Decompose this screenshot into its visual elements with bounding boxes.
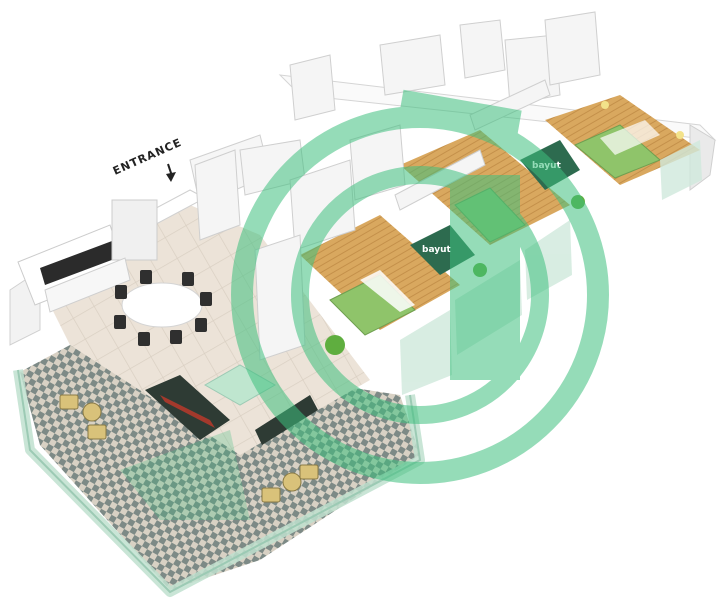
entrance-arrow-head-icon: [166, 172, 176, 182]
refrigerator: [111, 199, 158, 261]
kitchen: [17, 199, 158, 313]
watermark-logo: [120, 89, 609, 520]
lamp-icon: [676, 131, 684, 139]
dining-chairs: [114, 270, 212, 346]
lamp-icon: [601, 101, 609, 109]
entrance-marker: ENTRANCE: [111, 136, 184, 182]
balcony-furniture: [59, 394, 319, 503]
tv-brand-label-1: bayut: [422, 245, 452, 255]
entrance-label: ENTRANCE: [111, 136, 184, 178]
dining-set: [114, 270, 212, 346]
